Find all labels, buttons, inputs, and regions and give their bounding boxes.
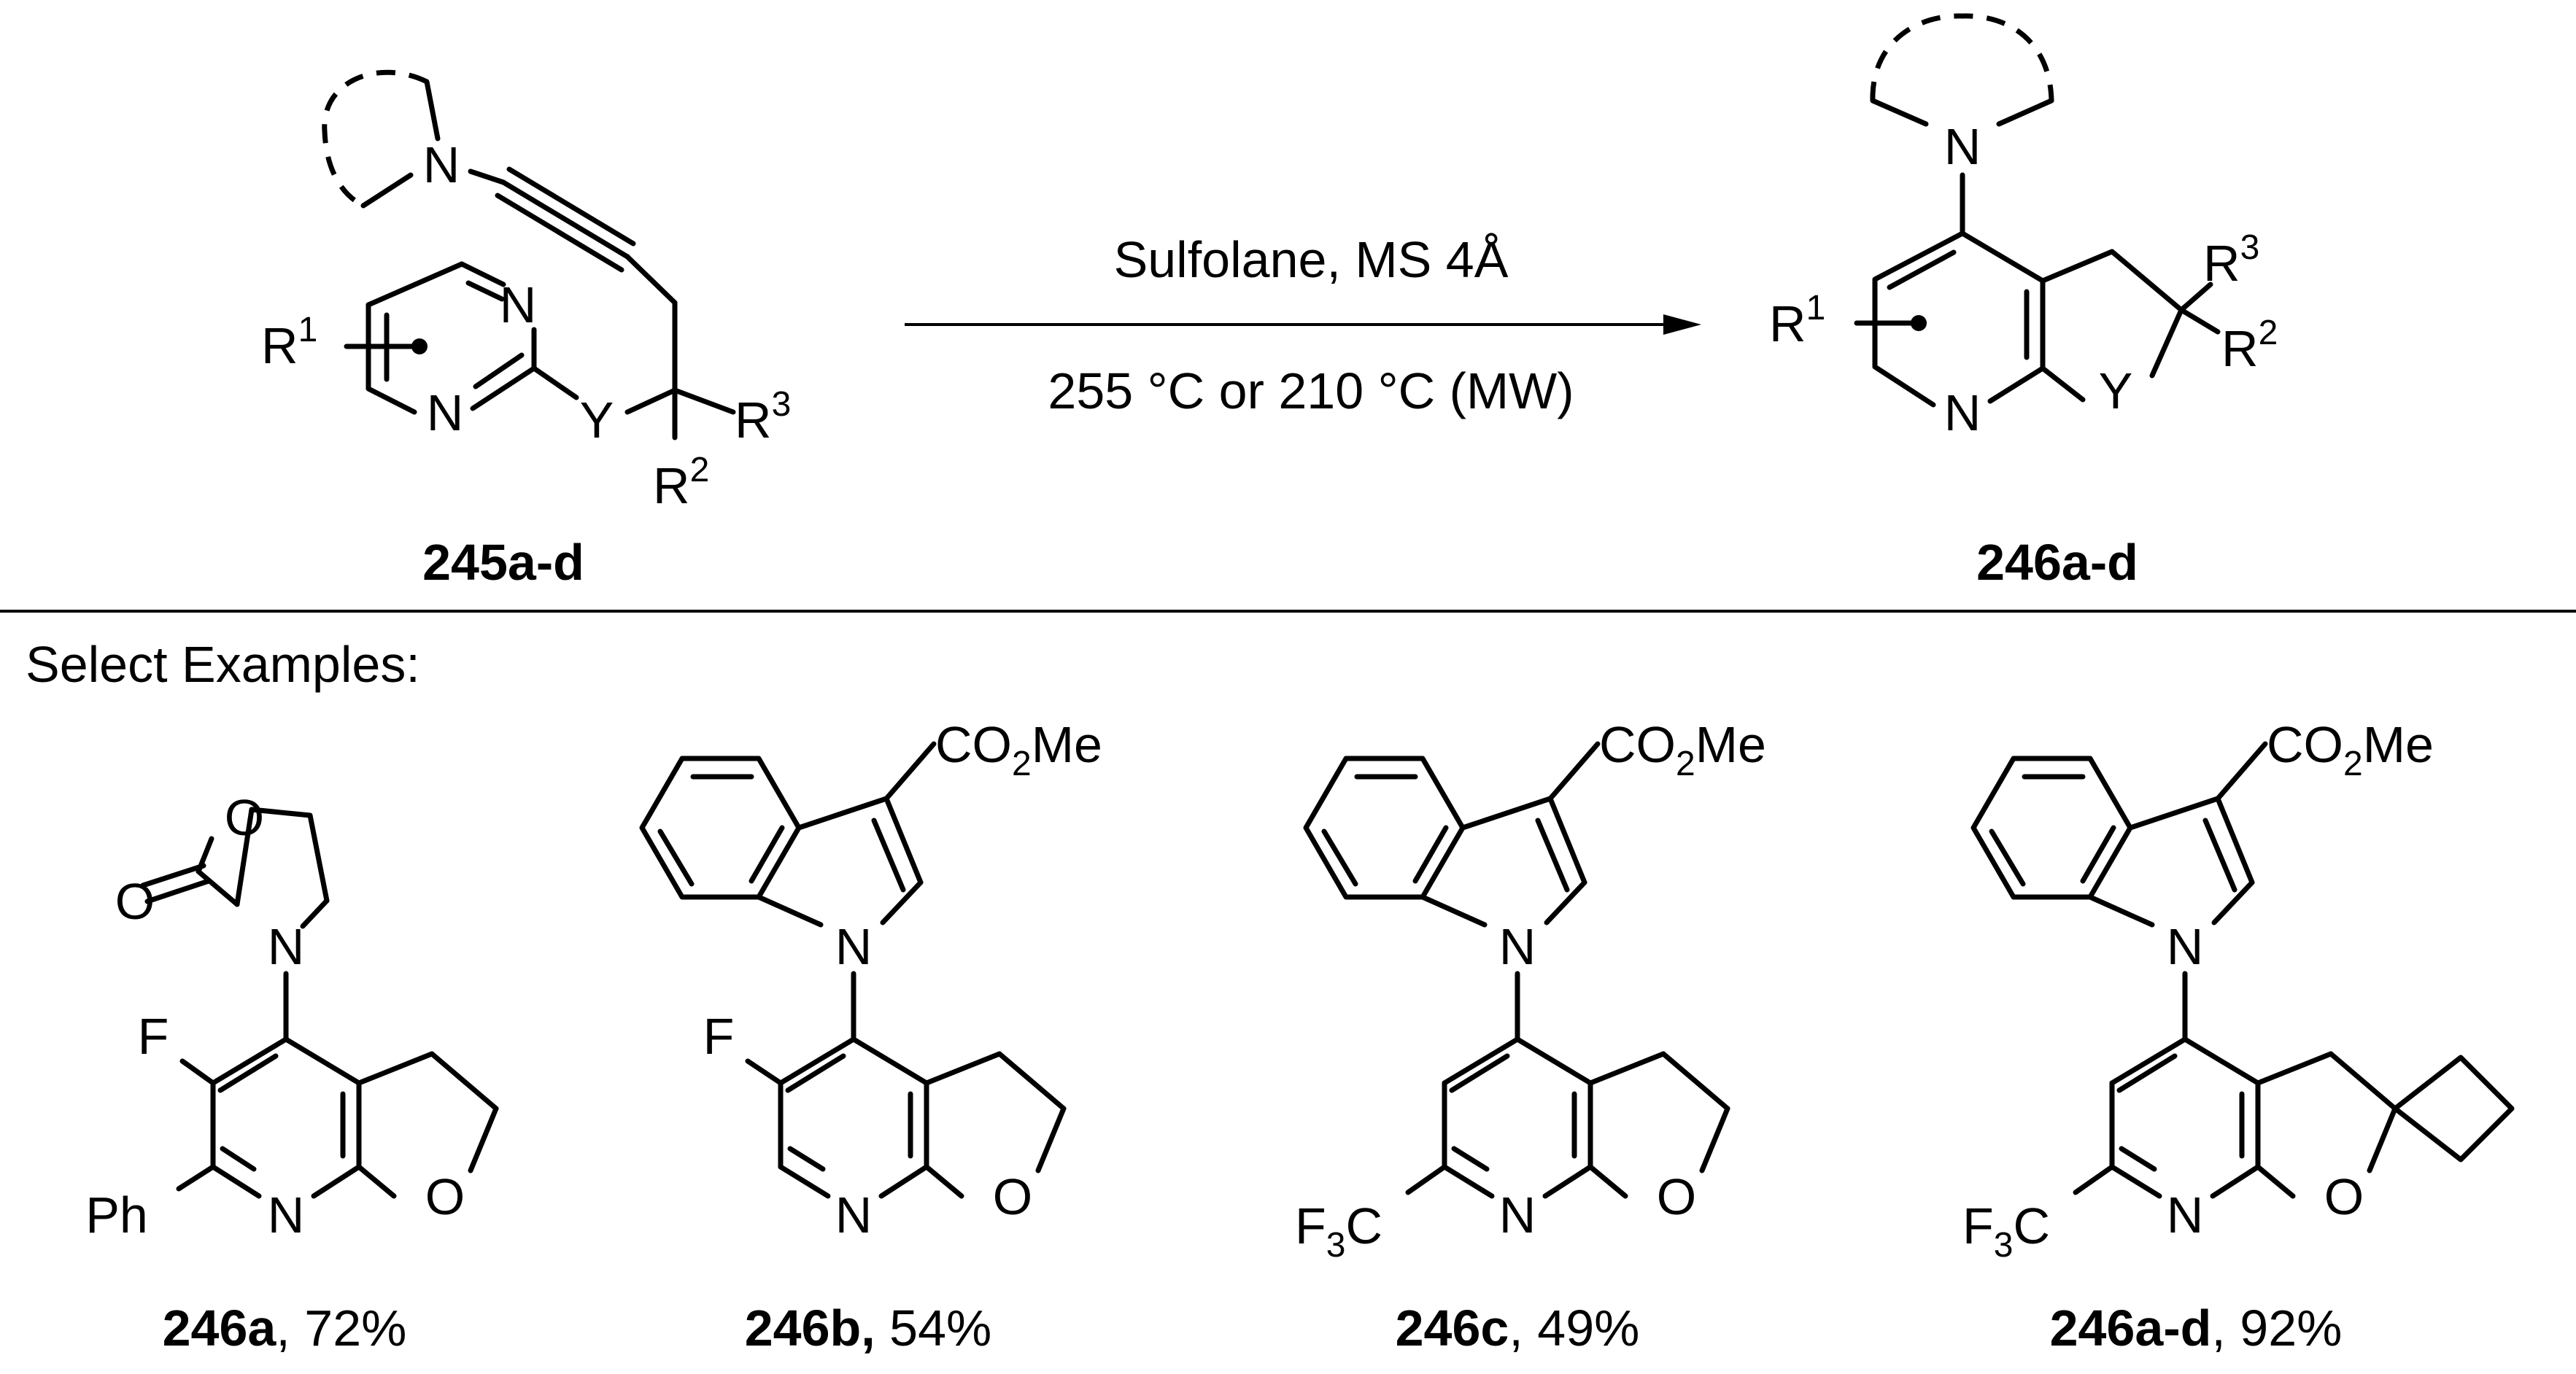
- ex-246b-ester: CO2Me: [935, 716, 1102, 783]
- ex-246b-n-indole: N: [835, 918, 873, 975]
- ex-246ad-ester: CO2Me: [2267, 716, 2434, 783]
- product-r2: R2: [2221, 314, 2278, 377]
- ex-246a-ph: Ph: [85, 1187, 148, 1243]
- example-246ad-caption: 246a-d, 92%: [2050, 1300, 2343, 1356]
- ex-246c-o-furan: O: [1657, 1168, 1696, 1225]
- reactant-ring-n-bottom: N: [427, 384, 464, 441]
- product-amine-ring-dash: [1870, 13, 2054, 101]
- product-r1: R1: [1769, 289, 1825, 352]
- example-246ad-structure: CO2Me N F3C N O: [1962, 716, 2515, 1265]
- ex-246ad-o-furan: O: [2324, 1168, 2364, 1225]
- ex-246ad-cf3: F3C: [1962, 1198, 2050, 1265]
- product-amine-n: N: [1944, 118, 1981, 175]
- ex-246c-n-ring: N: [1499, 1187, 1536, 1243]
- example-246a-caption: 246a, 72%: [163, 1300, 407, 1356]
- ex-246b-f: F: [703, 1008, 735, 1065]
- product-r1-dot: [1911, 315, 1927, 331]
- conditions-above-arrow: Sulfolane, MS 4Å: [1114, 231, 1509, 288]
- ex-246ad-n-indole: N: [2167, 918, 2204, 975]
- product-structure: N N Y R1 R3 R2: [1769, 13, 2278, 441]
- ex-246c-ester: CO2Me: [1599, 716, 1766, 783]
- product-ring-n: N: [1944, 384, 1981, 441]
- reactant-label: 245a-d: [422, 534, 584, 591]
- examples-heading: Select Examples:: [26, 636, 420, 693]
- reactant-r2: R2: [653, 451, 709, 514]
- product-y: Y: [2099, 362, 2133, 419]
- example-246a-structure: O O N F Ph N O: [85, 789, 499, 1243]
- ex-246a-n-amide: N: [268, 918, 305, 975]
- ex-246c-cf3: F3C: [1295, 1198, 1382, 1265]
- reactant-amine-ring-dash: [322, 69, 428, 209]
- ex-246a-o-furan: O: [425, 1168, 465, 1225]
- reactant-ring-n-top: N: [500, 276, 537, 333]
- ex-246c-n-indole: N: [1499, 918, 1536, 975]
- example-246b-caption: 246b, 54%: [745, 1300, 992, 1356]
- ex-246a-f: F: [138, 1008, 169, 1065]
- example-246c-caption: 246c, 49%: [1396, 1300, 1640, 1356]
- ex-246a-o-carbonyl: O: [115, 873, 155, 930]
- example-246c-structure: CO2Me N F3C N O: [1295, 716, 1766, 1265]
- ex-246b-n-ring: N: [835, 1187, 873, 1243]
- product-label: 246a-d: [1976, 534, 2138, 591]
- ex-246a-n-ring: N: [268, 1187, 305, 1243]
- reaction-arrow: [905, 314, 1701, 335]
- conditions-below-arrow: 255 °C or 210 °C (MW): [1048, 362, 1574, 419]
- reactant-structure: N N N Y R1 R3 R2: [261, 69, 791, 514]
- reactant-amine-n: N: [423, 136, 460, 193]
- ex-246b-o-furan: O: [993, 1168, 1032, 1225]
- reactant-r1-dot: [411, 338, 428, 354]
- reactant-r1: R1: [261, 311, 317, 374]
- example-246b-structure: CO2Me N F N O: [639, 716, 1102, 1243]
- reactant-r3: R3: [735, 385, 791, 449]
- ex-246ad-n-ring: N: [2167, 1187, 2204, 1243]
- reactant-y: Y: [580, 392, 614, 449]
- ex-246a-o-ring: O: [225, 789, 264, 846]
- product-r3: R3: [2203, 228, 2259, 292]
